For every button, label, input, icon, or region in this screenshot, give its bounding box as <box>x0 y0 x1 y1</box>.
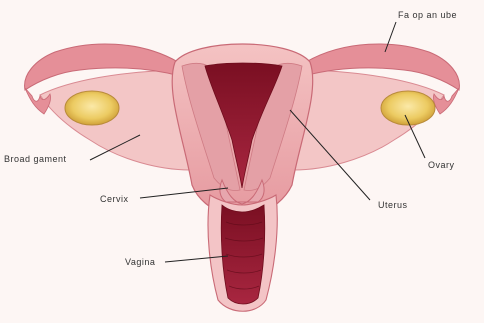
label-uterus: Uterus <box>378 200 408 210</box>
label-ovary: Ovary <box>428 160 455 170</box>
label-broad-ligament: Broad gament <box>4 154 67 164</box>
ovary-right <box>381 91 435 125</box>
label-cervix: Cervix <box>100 194 129 204</box>
label-vagina: Vagina <box>125 257 155 267</box>
ovary-left <box>65 91 119 125</box>
label-fallopian-tube: Fa op an ube <box>398 10 457 20</box>
